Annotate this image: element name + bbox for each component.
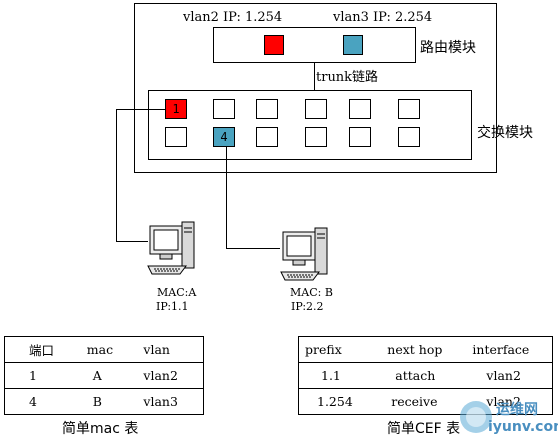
switch-port	[256, 127, 278, 147]
table-cell: vlan2	[466, 362, 554, 389]
table-row: 4 B vlan3	[3, 388, 205, 415]
switch-port	[349, 99, 371, 119]
pc-a-mac: MAC:A	[157, 286, 197, 299]
table-cell: vlan3	[133, 388, 205, 415]
table-row: 1.1 attach vlan2	[298, 362, 554, 389]
cable-port1-to-pc-a	[116, 109, 117, 242]
table-header-cell: interface	[466, 336, 554, 363]
switch-port	[349, 127, 371, 147]
switch-port-1: 1	[165, 99, 187, 119]
watermark-logo-icon	[460, 401, 492, 433]
table-header-row: prefix next hop interface	[298, 336, 554, 363]
router-module-label: 路由模块	[420, 40, 476, 56]
table-cell: 1.1	[298, 362, 374, 389]
watermark-line1: 运维网	[496, 402, 538, 418]
table-cell: receive	[373, 388, 467, 415]
computer-icon	[147, 221, 195, 275]
cable-port1-to-pc-a	[116, 241, 148, 242]
pc-a-ip: IP:1.1	[156, 300, 189, 313]
watermark-line2: iyunv.com	[488, 419, 558, 435]
table-header-cell: 端口	[3, 336, 81, 363]
cable-port4-to-pc-b	[226, 147, 227, 248]
table-header-cell: prefix	[298, 336, 374, 363]
vlan3-ip-label: vlan3 IP: 2.254	[333, 10, 433, 25]
table-header-cell: vlan	[133, 336, 205, 363]
switch-port	[305, 127, 327, 147]
table-header-row: 端口 mac vlan	[3, 336, 205, 363]
table-cell: 4	[3, 388, 81, 415]
switch-module-label: 交换模块	[477, 125, 533, 141]
table-cell: attach	[373, 362, 467, 389]
table-header-cell: next hop	[373, 336, 467, 363]
mac-table-caption: 简单mac 表	[62, 421, 139, 437]
table-row: 1 A vlan2	[3, 362, 205, 389]
cable-port1-to-pc-a	[116, 109, 165, 110]
switch-port	[165, 127, 187, 147]
table-cell: 1.254	[298, 388, 374, 415]
switch-port	[256, 99, 278, 119]
table-cell: A	[80, 362, 134, 389]
vlan3-interface	[343, 35, 363, 55]
table-row: 1.254 receive vlan2	[298, 388, 554, 415]
trunk-link-line	[314, 63, 315, 90]
switch-port	[213, 99, 235, 119]
pc-b-ip: IP:2.2	[291, 300, 324, 313]
computer-icon	[280, 227, 328, 281]
cable-port4-to-pc-b	[226, 248, 280, 249]
mac-table: 端口 mac vlan 1 A vlan2 4 B vlan3	[3, 336, 205, 415]
switch-port	[398, 127, 420, 147]
vlan2-ip-label: vlan2 IP: 1.254	[183, 10, 283, 25]
switch-port	[305, 99, 327, 119]
switch-port	[398, 99, 420, 119]
port-1-label: 1	[172, 102, 180, 116]
cef-table-caption: 简单CEF 表	[387, 421, 461, 437]
cef-table: prefix next hop interface 1.1 attach vla…	[298, 336, 554, 415]
table-header-cell: mac	[80, 336, 134, 363]
table-cell: 1	[3, 362, 81, 389]
table-cell: B	[80, 388, 134, 415]
site-watermark-logo: 运维网 iyunv.com	[458, 395, 558, 441]
port-4-label: 4	[220, 130, 228, 144]
switch-port-4: 4	[213, 127, 235, 147]
router-module	[213, 27, 416, 63]
vlan2-interface	[264, 35, 284, 55]
pc-b-mac: MAC: B	[290, 286, 333, 299]
trunk-link-label: trunk链路	[316, 70, 379, 85]
table-cell: vlan2	[133, 362, 205, 389]
